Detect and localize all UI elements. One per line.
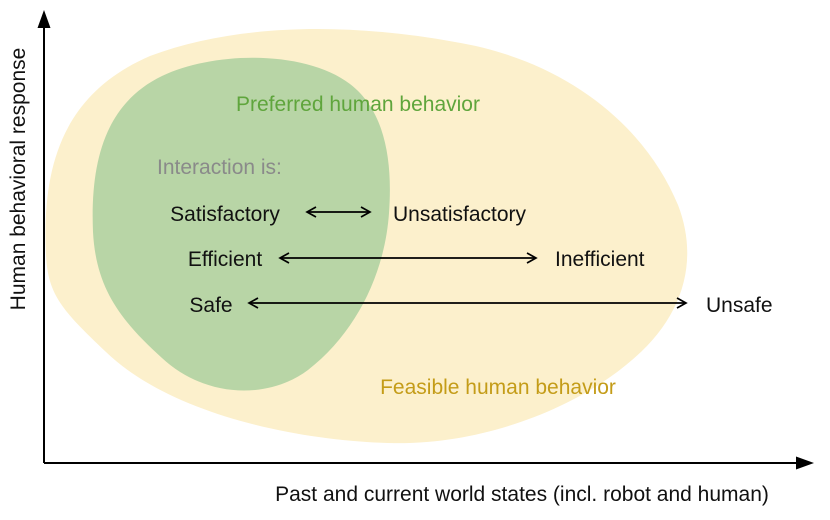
spectrum-right-label-inefficient: Inefficient — [555, 248, 645, 271]
spectrum-right-label-unsatisfactory: Unsatisfactory — [393, 203, 527, 226]
spectrum-right-label-unsafe: Unsafe — [706, 294, 773, 317]
x-axis-arrowhead — [796, 456, 814, 470]
x-axis-label: Past and current world states (incl. rob… — [275, 483, 769, 506]
y-axis-label: Human behavioral response — [7, 48, 30, 311]
spectrum-left-label-safe: Safe — [189, 294, 232, 317]
spectrum-left-label-satisfactory: Satisfactory — [170, 203, 280, 226]
interaction-heading: Interaction is: — [157, 156, 282, 179]
feasible-region-label: Feasible human behavior — [380, 376, 616, 399]
preferred-region-label: Preferred human behavior — [236, 93, 480, 116]
y-axis-arrowhead — [37, 10, 51, 28]
spectrum-left-label-efficient: Efficient — [188, 248, 262, 271]
